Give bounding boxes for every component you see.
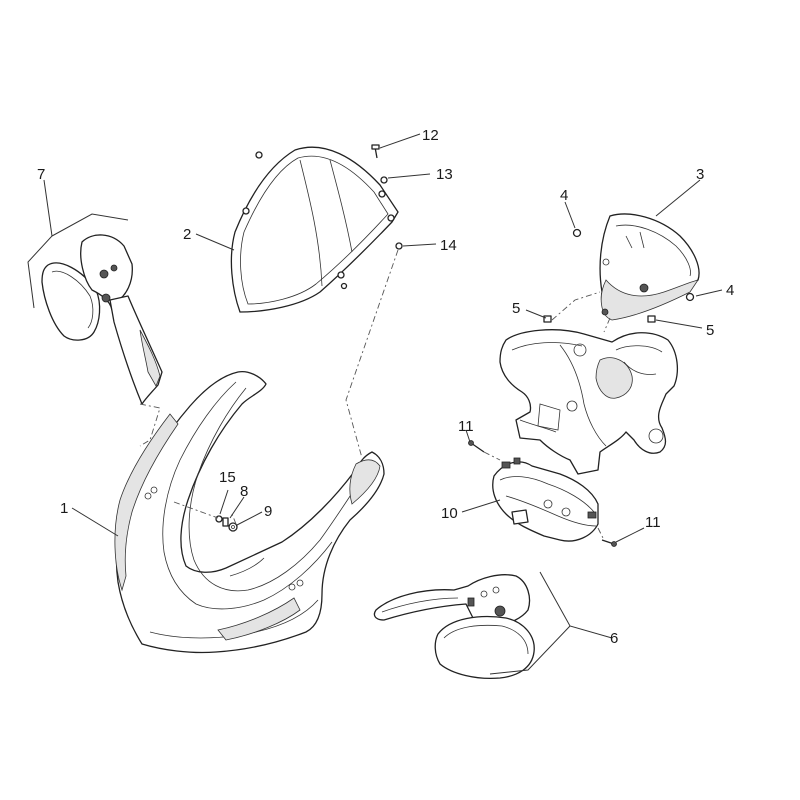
callout-12: 12 [422,127,439,144]
right-mirror-part [373,574,535,680]
callout-labels: 1 2 3 4 4 5 5 6 7 8 9 10 11 11 12 13 14 … [37,127,734,647]
bracket-screws [468,440,617,547]
callout-6: 6 [610,630,618,647]
left-mirror-part [41,234,163,405]
callout-13: 13 [436,166,453,183]
callout-4-top: 4 [560,187,568,204]
windscreen-screws [371,144,403,250]
headlight-cover-part [599,213,700,321]
windscreen-part [230,146,399,313]
callout-15: 15 [219,469,236,486]
callout-9: 9 [264,503,272,520]
callout-4-right: 4 [726,282,734,299]
callout-5-left: 5 [512,300,520,317]
fairing-fasteners [215,515,238,532]
callout-7: 7 [37,166,45,183]
small-fasteners [543,228,695,323]
assembly-dash-lines [139,249,611,541]
callout-11-top: 11 [458,418,474,435]
callout-10: 10 [441,505,458,522]
callout-5-right: 5 [706,322,714,339]
callout-11-bottom: 11 [645,514,661,531]
callout-1: 1 [60,500,68,517]
callout-14: 14 [440,237,457,254]
callout-8: 8 [240,483,248,500]
leader-lines [27,133,723,675]
lower-bracket-part [492,457,599,542]
callout-2: 2 [183,226,191,243]
front-fairing-part [114,370,385,654]
front-frame-bracket-part [499,329,679,475]
callout-3: 3 [696,166,704,183]
